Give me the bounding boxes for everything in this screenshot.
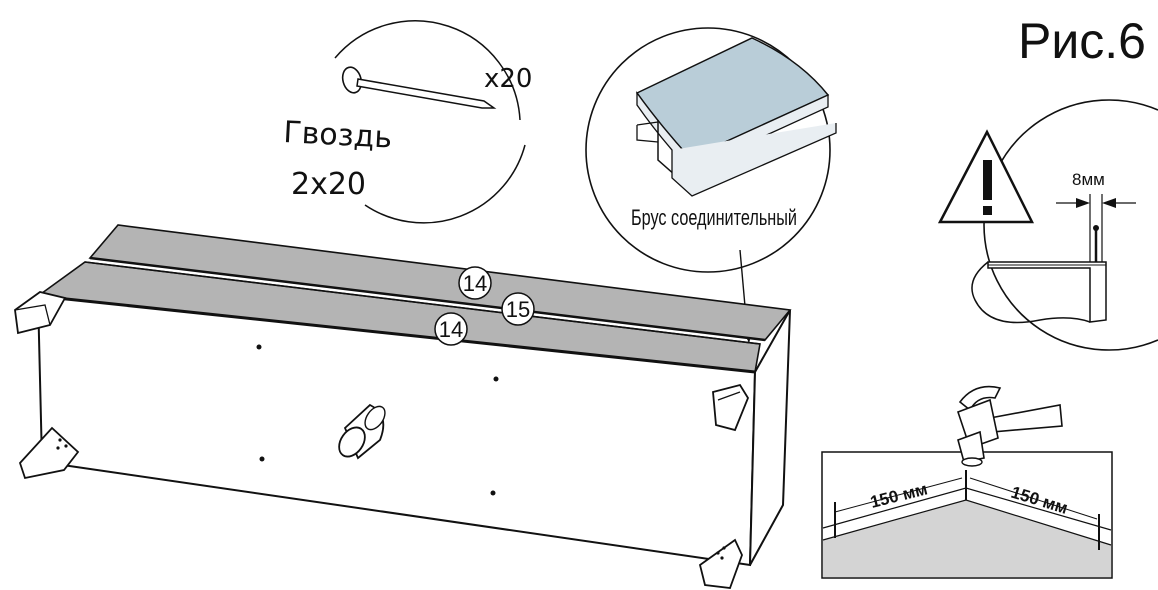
part-number: 15 [506,297,530,322]
knob-icon [338,403,386,460]
cabinet: 14 15 14 [14,224,792,589]
connector-seam [89,256,766,342]
part-number: 14 [439,317,463,342]
nail-icon [341,66,497,109]
hammer-icon [956,385,1063,467]
warning-callout-circle [983,99,1158,351]
nail-callout: x20 Гвоздь 2x20 [283,20,532,224]
nail-size: 2x20 [291,167,366,202]
screw-hole [256,344,262,350]
gap-arrow-left [1076,198,1090,208]
connector-callout: Брус соединительный [585,27,837,344]
cabinet-foot-back-left [14,291,67,335]
connector-label: Брус соединительный [631,205,797,230]
screw-hole [493,376,499,382]
part-label-connector: 15 [501,292,535,326]
part-label-back-panel: 14 [458,266,492,300]
cabinet-side-panel [749,309,791,566]
nail-callout-circle [334,20,526,224]
nail-name: Гвоздь [283,115,393,156]
hammer-detail: 150 мм 150 мм [821,385,1113,579]
nail-detail [1093,225,1099,262]
screw-hole [259,456,265,462]
floor-area [823,500,1111,577]
part-number: 14 [463,271,487,296]
warning-callout: 8мм [937,99,1158,351]
gap-arrow-right [1102,198,1116,208]
screw-hole [490,490,496,496]
nail-quantity: x20 [484,64,532,94]
panel-edge-detail [971,261,1107,324]
warning-triangle-icon [937,129,1035,224]
cabinet-foot-back-right [712,383,750,432]
cabinet-foot-front-right [698,538,743,589]
cabinet-foot-front-left [18,426,80,480]
connector-profile-icon [635,37,837,197]
figure-title: Рис.6 [1018,13,1146,69]
gap-label: 8мм [1072,170,1105,189]
part-label-front-panel: 14 [434,312,468,346]
